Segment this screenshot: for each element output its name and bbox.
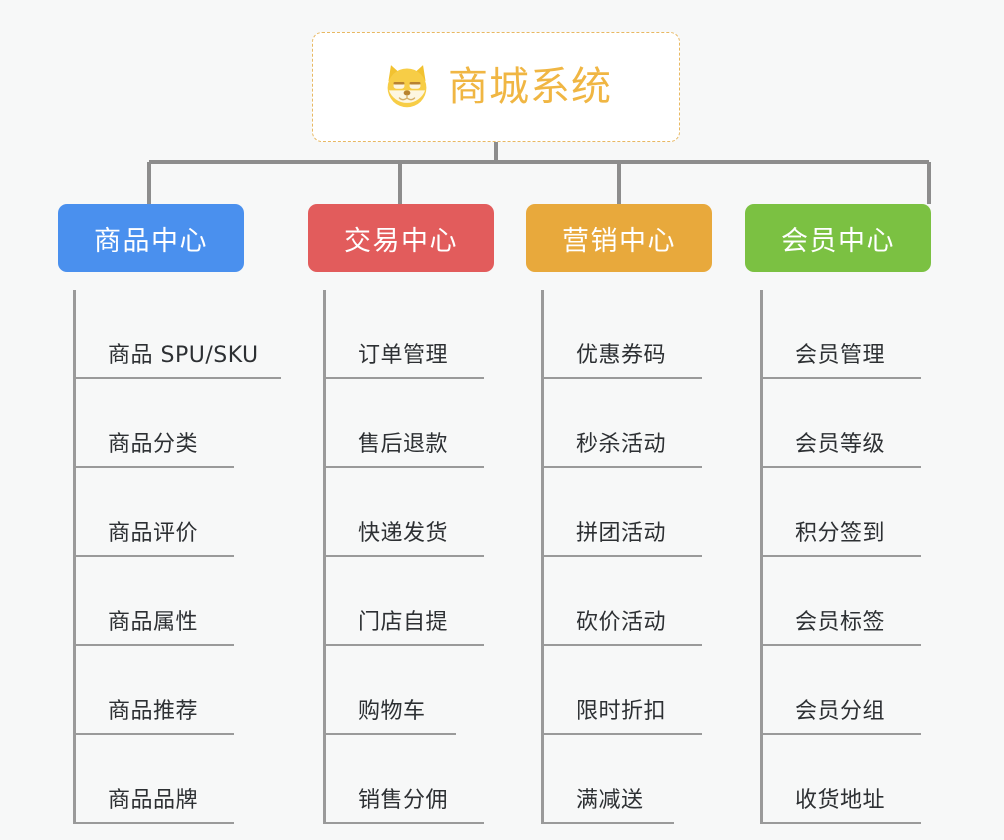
leaf-item[interactable]: 会员等级 (763, 379, 921, 468)
category-box-member-center[interactable]: 会员中心 (745, 204, 931, 272)
leaf-label: 快递发货 (358, 521, 449, 546)
leaf-label: 积分签到 (795, 521, 886, 546)
leaf-item[interactable]: 商品属性 (76, 557, 234, 646)
leaf-item[interactable]: 秒杀活动 (544, 379, 702, 468)
category-box-trade-center[interactable]: 交易中心 (308, 204, 494, 272)
leaf-label: 商品推荐 (108, 699, 199, 724)
leaf-item[interactable]: 商品品牌 (76, 735, 234, 824)
category-label: 会员中心 (781, 225, 895, 257)
leaf-label: 购物车 (358, 699, 426, 724)
leaf-label: 商品分类 (108, 432, 199, 457)
leaf-label: 满减送 (576, 788, 644, 813)
leaf-label: 会员等级 (795, 432, 886, 457)
leaf-label: 限时折扣 (576, 699, 667, 724)
leaf-label: 商品 SPU/SKU (108, 343, 259, 368)
leaf-label: 砍价活动 (576, 610, 667, 635)
leaf-item[interactable]: 会员标签 (763, 557, 921, 646)
column-member-center: 会员中心 会员管理 会员等级 积分签到 会员标签 会员分组 (745, 204, 965, 824)
leaf-item[interactable]: 积分签到 (763, 468, 921, 557)
shiba-dog-face-icon (387, 65, 427, 108)
column-product-center: 商品中心 商品 SPU/SKU 商品分类 商品评价 商品属性 商品推荐 (58, 204, 281, 824)
leaf-label: 会员分组 (795, 699, 886, 724)
leaf-list-member-center: 会员管理 会员等级 积分签到 会员标签 会员分组 收货地址 (760, 290, 965, 824)
leaf-label: 商品属性 (108, 610, 199, 635)
leaf-item[interactable]: 销售分佣 (326, 735, 484, 824)
leaf-label: 商品品牌 (108, 788, 199, 813)
category-label: 商品中心 (94, 225, 208, 257)
leaf-list-marketing-center: 优惠券码 秒杀活动 拼团活动 砍价活动 限时折扣 满减送 (541, 290, 746, 824)
leaf-item[interactable]: 门店自提 (326, 557, 484, 646)
leaf-label: 拼团活动 (576, 521, 667, 546)
category-box-marketing-center[interactable]: 营销中心 (526, 204, 712, 272)
leaf-item[interactable]: 订单管理 (326, 290, 484, 379)
leaf-label: 收货地址 (795, 788, 886, 813)
leaf-item[interactable]: 售后退款 (326, 379, 484, 468)
column-trade-center: 交易中心 订单管理 售后退款 快递发货 门店自提 购物车 (308, 204, 528, 824)
leaf-item[interactable]: 限时折扣 (544, 646, 702, 735)
leaf-item[interactable]: 购物车 (326, 646, 456, 735)
leaf-item[interactable]: 满减送 (544, 735, 674, 824)
leaf-list-product-center: 商品 SPU/SKU 商品分类 商品评价 商品属性 商品推荐 商品品牌 (73, 290, 281, 824)
leaf-list-trade-center: 订单管理 售后退款 快递发货 门店自提 购物车 销售分佣 (323, 290, 528, 824)
leaf-label: 秒杀活动 (576, 432, 667, 457)
leaf-label: 订单管理 (358, 343, 449, 368)
leaf-item[interactable]: 砍价活动 (544, 557, 702, 646)
leaf-label: 优惠券码 (576, 343, 667, 368)
leaf-item[interactable]: 会员管理 (763, 290, 921, 379)
leaf-item[interactable]: 会员分组 (763, 646, 921, 735)
category-box-product-center[interactable]: 商品中心 (58, 204, 244, 272)
leaf-item[interactable]: 优惠券码 (544, 290, 702, 379)
leaf-label: 门店自提 (358, 610, 449, 635)
leaf-item[interactable]: 商品推荐 (76, 646, 234, 735)
leaf-label: 商品评价 (108, 521, 199, 546)
leaf-item[interactable]: 拼团活动 (544, 468, 702, 557)
leaf-item[interactable]: 商品分类 (76, 379, 234, 468)
leaf-label: 销售分佣 (358, 788, 449, 813)
category-label: 营销中心 (562, 225, 676, 257)
category-label: 交易中心 (344, 225, 458, 257)
leaf-item[interactable]: 快递发货 (326, 468, 484, 557)
root-title: 商城系统 (448, 64, 612, 110)
root-node-mall-system[interactable]: 商城系统 (312, 32, 680, 142)
leaf-item[interactable]: 商品评价 (76, 468, 234, 557)
leaf-item[interactable]: 收货地址 (763, 735, 921, 824)
leaf-label: 售后退款 (358, 432, 449, 457)
leaf-label: 会员标签 (795, 610, 886, 635)
leaf-label: 会员管理 (795, 343, 886, 368)
column-marketing-center: 营销中心 优惠券码 秒杀活动 拼团活动 砍价活动 限时折扣 (526, 204, 746, 824)
leaf-item[interactable]: 商品 SPU/SKU (76, 290, 281, 379)
